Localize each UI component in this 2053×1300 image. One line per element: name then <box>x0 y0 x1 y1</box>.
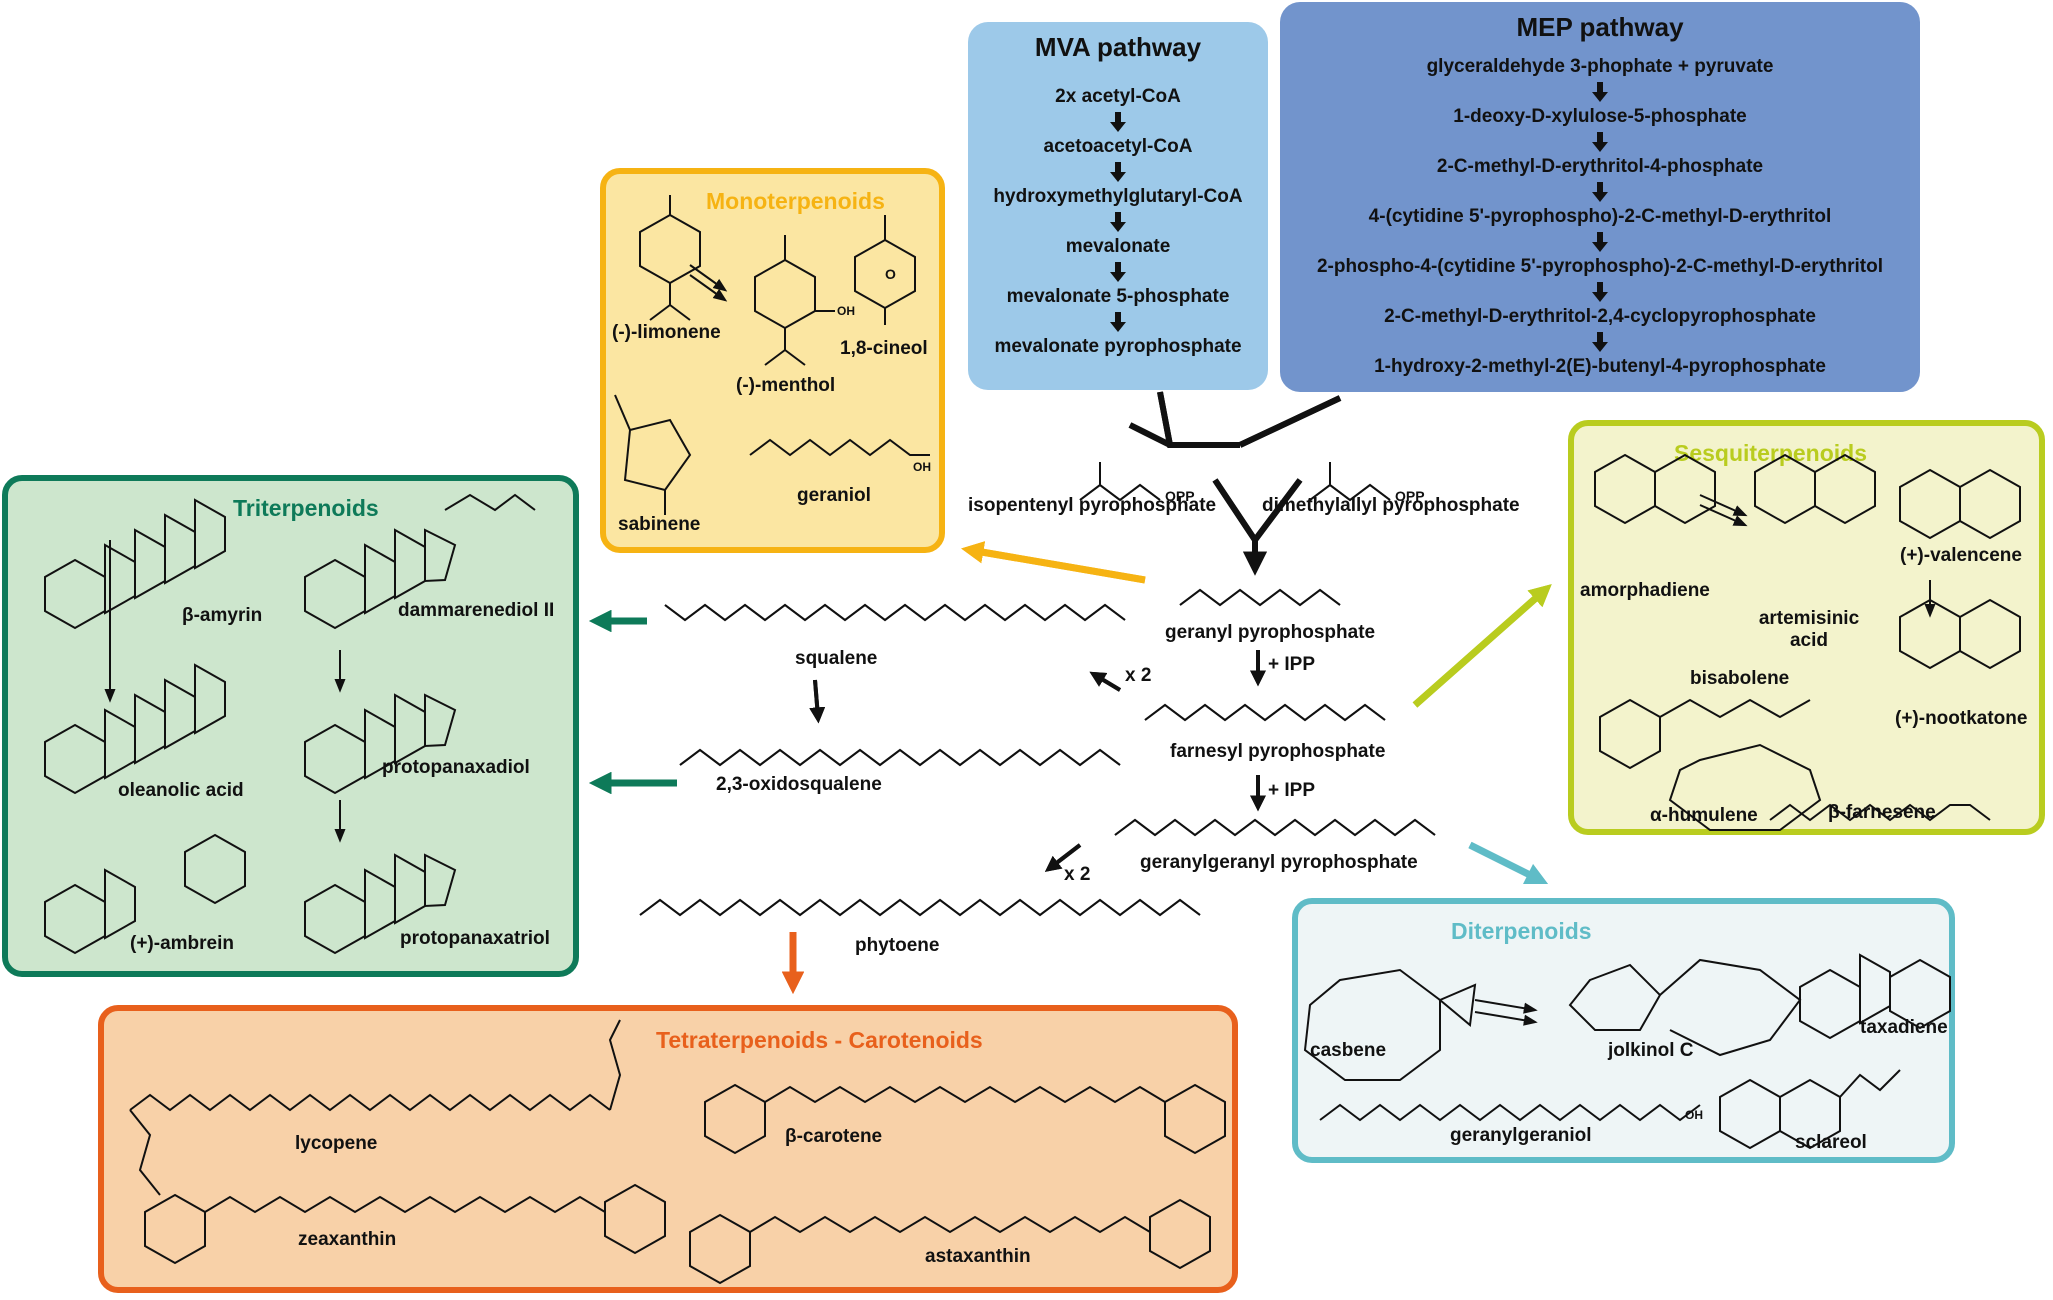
astaxanthin-label: astaxanthin <box>925 1246 1031 1267</box>
artemisinic-acid-text: artemisinic acid <box>1758 608 1860 651</box>
geraniol-label: geraniol <box>797 485 871 506</box>
nootkatone-label: (+)-nootkatone <box>1895 708 2028 729</box>
zeaxanthin-label: zeaxanthin <box>298 1229 397 1250</box>
farnesene-label: β-farnesene <box>1828 802 1936 823</box>
monoterpenoids-title: Monoterpenoids <box>706 188 885 214</box>
diterpenoids-title: Diterpenoids <box>1451 918 1592 944</box>
mva-step: hydroxymethylglutaryl-CoA <box>993 186 1243 207</box>
down-arrow-icon <box>968 110 1268 134</box>
fpp-label: farnesyl pyrophosphate <box>1170 741 1386 762</box>
phosphate-label: P <box>1415 488 1425 504</box>
casbene-label: casbene <box>1310 1040 1387 1061</box>
down-arrow-icon <box>1280 130 1920 154</box>
mva-step: acetoacetyl-CoA <box>1043 136 1193 157</box>
mva-step: mevalonate pyrophosphate <box>994 336 1242 357</box>
geraniol-oh-label: OH <box>913 460 931 474</box>
mep-title: MEP pathway <box>1516 12 1684 42</box>
sabinene-label: sabinene <box>618 514 701 535</box>
down-arrow-icon <box>1280 230 1920 254</box>
mep-step: 1-deoxy-D-xylulose-5-phosphate <box>1453 106 1747 127</box>
ggpp-label: geranylgeranyl pyrophosphate <box>1140 852 1418 873</box>
sclareol-label: sclareol <box>1795 1132 1867 1153</box>
monoterpenoids-box: Monoterpenoids <box>600 168 945 553</box>
mva-steps: 2x acetyl-CoA acetoacetyl-CoA hydroxymet… <box>968 84 1268 360</box>
beta-amyrin-label: β-amyrin <box>182 605 263 626</box>
tetraterpenoids-title: Tetraterpenoids - Carotenoids <box>656 1027 983 1053</box>
x2-label-phytoene: x 2 <box>1064 864 1091 885</box>
pathway-merge-arrows <box>1128 391 1342 576</box>
mva-step: mevalonate <box>1065 236 1171 257</box>
beta-carotene-label: β-carotene <box>785 1126 883 1147</box>
sesquiterpenoids-title: Sesquiterpenoids <box>1674 440 1867 466</box>
jolkinol-c-label: jolkinol C <box>1608 1040 1694 1061</box>
dmapp-label: dimethylallyl pyrophosphate <box>1262 495 1520 516</box>
phytoene-label: phytoene <box>855 935 940 956</box>
cineol-o-label: O <box>885 266 896 282</box>
humulene-label: α-humulene <box>1650 805 1758 826</box>
oxygen-label: O <box>1395 488 1406 504</box>
x2-label-squalene: x 2 <box>1125 665 1152 686</box>
ambrein-label: (+)-ambrein <box>130 933 234 954</box>
mva-step: mevalonate 5-phosphate <box>1006 286 1230 307</box>
dammarenediol-label: dammarenediol II <box>398 600 555 621</box>
mep-step: 4-(cytidine 5'-pyrophospho)-2-C-methyl-D… <box>1368 206 1832 227</box>
ipp-label: isopentenyl pyrophosphate <box>968 495 1217 516</box>
pp-label-dmapp: OPP <box>1395 488 1425 504</box>
valencene-label: (+)-valencene <box>1900 545 2022 566</box>
protopanaxadiol-label: protopanaxadiol <box>382 757 530 778</box>
mep-step: 2-C-methyl-D-erythritol-4-phosphate <box>1436 156 1764 177</box>
arrow-to-sesquiterpenoids <box>1412 584 1552 708</box>
oxygen-label: O <box>1165 488 1176 504</box>
mep-step: 2-phospho-4-(cytidine 5'-pyrophospho)-2-… <box>1316 256 1884 277</box>
oleanolic-acid-label: oleanolic acid <box>118 780 244 801</box>
mep-step: glyceraldehyde 3-phophate + pyruvate <box>1426 56 1774 77</box>
menthol-oh-label: OH <box>837 304 855 318</box>
amorphadiene-label: amorphadiene <box>1580 580 1710 601</box>
down-arrow-icon <box>968 160 1268 184</box>
menthol-label: (-)-menthol <box>736 375 836 396</box>
mep-steps: glyceraldehyde 3-phophate + pyruvate 1-d… <box>1280 54 1920 380</box>
phosphate-label: P <box>1185 488 1195 504</box>
artemisinic-acid-label: artemisinic acid <box>1754 608 1864 652</box>
down-arrow-icon <box>1280 80 1920 104</box>
mep-step: 2-C-methyl-D-erythritol-2,4-cyclopyropho… <box>1384 306 1816 327</box>
down-arrow-icon <box>968 210 1268 234</box>
geranylgeraniol-oh-label: OH <box>1685 1108 1703 1122</box>
arrow-to-monoterpenoids <box>961 541 1146 584</box>
mva-title: MVA pathway <box>1034 32 1202 62</box>
down-arrow-icon <box>1280 180 1920 204</box>
tetraterpenoids-box: Tetraterpenoids - Carotenoids <box>98 1005 1238 1293</box>
mva-step: 2x acetyl-CoA <box>1055 86 1181 107</box>
phosphate-label: P <box>1405 488 1416 504</box>
mva-pathway-box: MVA pathway 2x acetyl-CoA acetoacetyl-Co… <box>968 22 1268 390</box>
mep-step: 1-hydroxy-2-methyl-2(E)-butenyl-4-pyroph… <box>1374 356 1826 377</box>
down-arrow-icon <box>1280 280 1920 304</box>
bisabolene-label: bisabolene <box>1690 668 1790 689</box>
diterpenoids-box: Diterpenoids <box>1292 898 1955 1163</box>
squalene-label: squalene <box>795 648 878 669</box>
down-arrow-icon <box>968 260 1268 284</box>
cineol-label: 1,8-cineol <box>840 338 928 359</box>
pp-label-ipp: OPP <box>1165 488 1195 504</box>
lycopene-label: lycopene <box>295 1133 378 1154</box>
limonene-label: (-)-limonene <box>612 322 721 343</box>
mep-pathway-box: MEP pathway glyceraldehyde 3-phophate + … <box>1280 2 1920 392</box>
plus-ipp-2: + IPP <box>1268 780 1315 801</box>
taxadiene-label: taxadiene <box>1860 1017 1948 1038</box>
down-arrow-icon <box>968 310 1268 334</box>
protopanaxatriol-label: protopanaxatriol <box>400 928 550 949</box>
oxidosqualene-label: 2,3-oxidosqualene <box>716 774 882 795</box>
geranylgeraniol-label: geranylgeraniol <box>1450 1125 1592 1146</box>
triterpenoids-title: Triterpenoids <box>233 495 379 521</box>
arrow-to-diterpenoids <box>1468 841 1549 885</box>
triterpenoids-box: Triterpenoids <box>2 475 579 977</box>
gpp-label: geranyl pyrophosphate <box>1165 622 1376 643</box>
down-arrow-icon <box>1280 330 1920 354</box>
phosphate-label: P <box>1175 488 1186 504</box>
plus-ipp-1: + IPP <box>1268 654 1315 675</box>
